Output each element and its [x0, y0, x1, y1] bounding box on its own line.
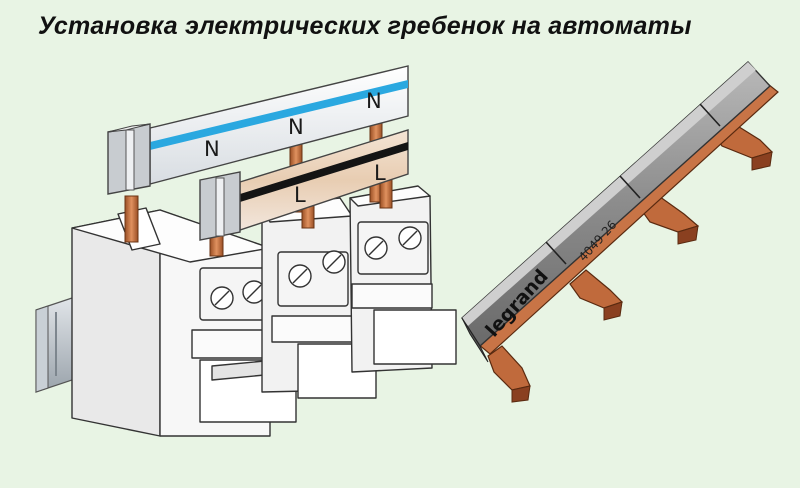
comb-busbar-product: legrand 4049 26 — [461, 61, 779, 403]
neutral-label: N — [288, 115, 304, 139]
busbar-tooth — [487, 345, 531, 403]
terminal-screw — [398, 226, 422, 250]
neutral-label: N — [204, 137, 220, 161]
circuit-breaker-3 — [349, 185, 457, 373]
neutral-label: N — [366, 89, 382, 113]
terminal-screw — [322, 250, 346, 274]
terminal-screw — [364, 236, 388, 260]
neutral-busbar — [107, 65, 409, 243]
busbar-tooth — [569, 269, 624, 321]
line-label: L — [294, 183, 306, 207]
line-busbar — [199, 129, 409, 257]
terminal-screw — [210, 286, 234, 310]
terminal-screw — [288, 264, 312, 288]
page-title: Установка электрических гребенок на авто… — [38, 12, 692, 40]
line-label: L — [374, 161, 386, 185]
